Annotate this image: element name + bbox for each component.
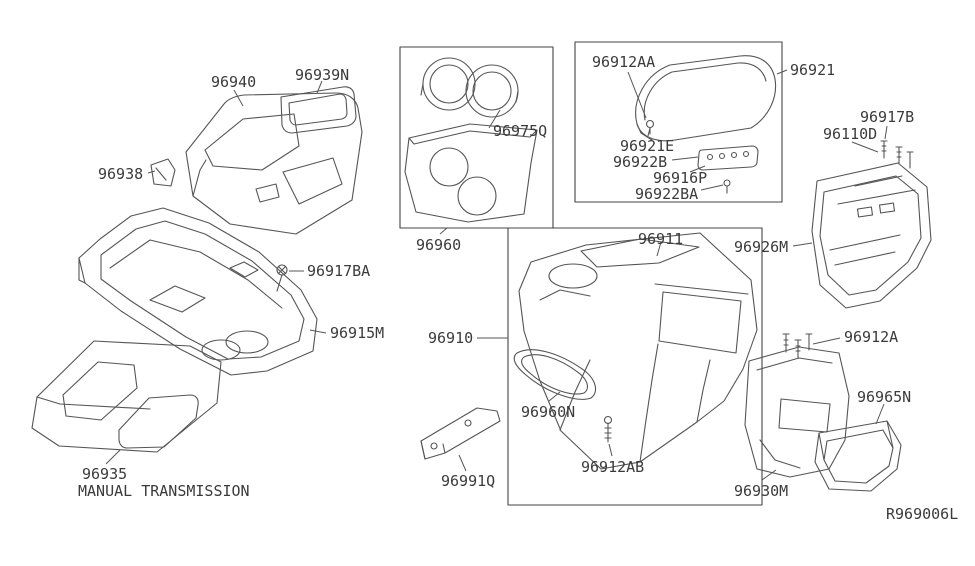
- part-label-96921E: 96921E: [620, 137, 675, 155]
- part-96935-drawing: [31, 340, 222, 453]
- part-96921-drawing: [635, 55, 777, 142]
- part-label-96940: 96940: [211, 73, 257, 91]
- part-label-96975Q: 96975Q: [493, 122, 548, 140]
- part-96917B-screws-drawing: [880, 140, 914, 169]
- part-96965N-drawing: [814, 420, 902, 492]
- drawing-code: R969006L: [886, 505, 959, 523]
- part-96926M-drawing: [811, 162, 932, 309]
- part-label-96922BA: 96922BA: [635, 185, 699, 203]
- part-96991Q-drawing: [420, 407, 501, 460]
- manual-transmission-note: MANUAL TRANSMISSION: [78, 482, 250, 500]
- leader-lines: [105, 69, 888, 481]
- part-96921E-drawing: [645, 119, 655, 135]
- part-96912AB-drawing: [603, 415, 613, 443]
- console-box-frame: [507, 227, 763, 506]
- part-96911-drawing: [518, 232, 758, 470]
- part-label-96917BA: 96917BA: [307, 262, 371, 280]
- part-label-96917B: 96917B: [860, 108, 915, 126]
- part-96960N-drawing: [513, 349, 597, 400]
- part-label-96926M: 96926M: [734, 238, 789, 256]
- part-label-96922B: 96922B: [613, 153, 668, 171]
- part-96975Q-drawing: [420, 57, 519, 118]
- part-label-96960N: 96960N: [521, 403, 576, 421]
- part-96938-drawing: [150, 158, 176, 187]
- part-96960-drawing: [404, 123, 538, 223]
- cupholder-box-frame: [399, 46, 554, 229]
- part-96930M-drawing: [744, 346, 850, 478]
- part-label-96911: 96911: [638, 230, 684, 248]
- part-label-96915M: 96915M: [330, 324, 385, 342]
- part-96916P-drawing: [697, 145, 759, 171]
- part-label-96938: 96938: [98, 165, 144, 183]
- part-label-96110D: 96110D: [823, 125, 878, 143]
- part-label-96916P: 96916P: [653, 169, 708, 187]
- part-label-96912AB: 96912AB: [581, 458, 645, 476]
- part-96912A-drawing: [782, 333, 813, 359]
- part-label-96991Q: 96991Q: [441, 472, 496, 490]
- part-label-96965N: 96965N: [857, 388, 912, 406]
- part-label-96910: 96910: [428, 329, 474, 347]
- part-96915M-drawing: [78, 207, 318, 376]
- part-label-96912AA: 96912AA: [592, 53, 656, 71]
- part-label-96939N: 96939N: [295, 66, 350, 84]
- part-96922BA-drawing: [723, 179, 731, 194]
- part-96939N-drawing: [280, 86, 357, 134]
- part-96917BA-drawing: [276, 264, 288, 292]
- part-label-96912A: 96912A: [844, 328, 899, 346]
- part-label-96935: 96935: [82, 465, 128, 483]
- part-label-96921: 96921: [790, 61, 836, 79]
- part-label-96930M: 96930M: [734, 482, 789, 500]
- lid-box-frame: [574, 41, 783, 203]
- part-96940-drawing: [185, 92, 363, 235]
- part-label-96960: 96960: [416, 236, 462, 254]
